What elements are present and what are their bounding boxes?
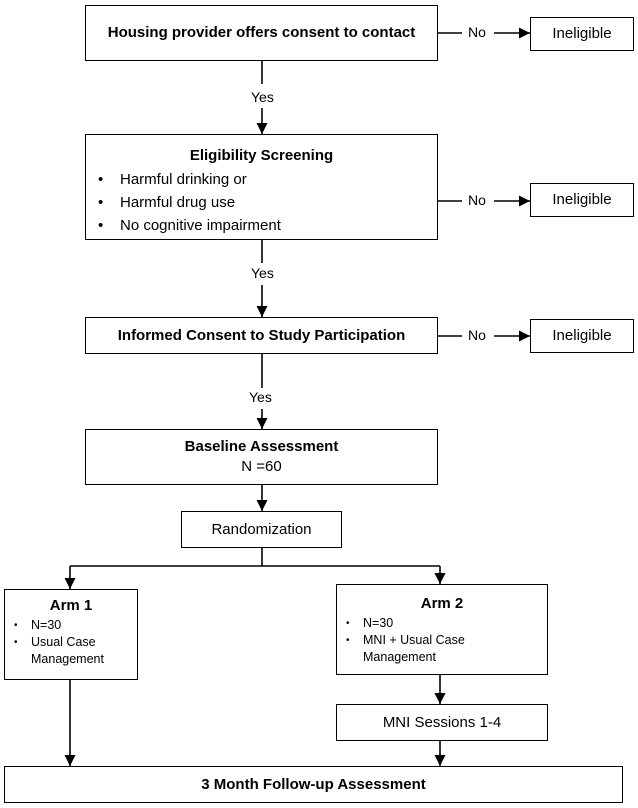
yes-label: Yes: [249, 89, 276, 105]
followup-assessment-box: 3 Month Follow-up Assessment: [4, 766, 623, 803]
mni-sessions-text: MNI Sessions 1-4: [382, 713, 502, 731]
arm2-box: Arm 2 N=30 MNI + Usual Case Management: [336, 584, 548, 675]
ineligible-text: Ineligible: [552, 25, 612, 42]
arm2-details: N=30 MNI + Usual Case Management: [337, 615, 547, 666]
ineligible-box-1: Ineligible: [530, 17, 634, 51]
arm1-box: Arm 1 N=30 Usual Case Management: [4, 589, 138, 680]
consent-to-contact-box: Housing provider offers consent to conta…: [85, 5, 438, 61]
yes-label: Yes: [249, 265, 276, 281]
informed-consent-box: Informed Consent to Study Participation: [85, 317, 438, 354]
no-label: No: [466, 327, 488, 343]
eligibility-screening-box: Eligibility Screening Harmful drinking o…: [85, 134, 438, 240]
mni-sessions-box: MNI Sessions 1-4: [336, 704, 548, 741]
screening-criteria-list: Harmful drinking or Harmful drug use No …: [86, 168, 437, 237]
followup-assessment-text: 3 Month Follow-up Assessment: [201, 775, 426, 793]
baseline-n: N =60: [241, 458, 282, 475]
eligibility-screening-title: Eligibility Screening: [189, 147, 334, 164]
no-label: No: [466, 192, 488, 208]
ineligible-box-3: Ineligible: [530, 319, 634, 353]
arm2-title: Arm 2: [420, 595, 464, 612]
screening-criterion: No cognitive impairment: [86, 214, 437, 237]
ineligible-text: Ineligible: [552, 327, 612, 344]
consent-to-contact-text: Housing provider offers consent to conta…: [107, 24, 416, 41]
arm2-detail: MNI + Usual Case Management: [337, 632, 547, 666]
arm2-detail: N=30: [337, 615, 547, 632]
arm1-detail: N=30: [5, 617, 137, 634]
baseline-title: Baseline Assessment: [184, 438, 339, 455]
arm1-detail: Usual Case Management: [5, 634, 137, 668]
informed-consent-text: Informed Consent to Study Participation: [117, 326, 406, 344]
no-label: No: [466, 24, 488, 40]
screening-criterion: Harmful drinking or: [86, 168, 437, 191]
ineligible-text: Ineligible: [552, 191, 612, 208]
randomization-text: Randomization: [211, 520, 312, 538]
ineligible-box-2: Ineligible: [530, 183, 634, 217]
yes-label: Yes: [247, 389, 274, 405]
arm1-title: Arm 1: [49, 597, 93, 614]
randomization-box: Randomization: [181, 511, 342, 548]
screening-criterion: Harmful drug use: [86, 191, 437, 214]
baseline-assessment-box: Baseline Assessment N =60: [85, 429, 438, 485]
arm1-details: N=30 Usual Case Management: [5, 617, 137, 668]
